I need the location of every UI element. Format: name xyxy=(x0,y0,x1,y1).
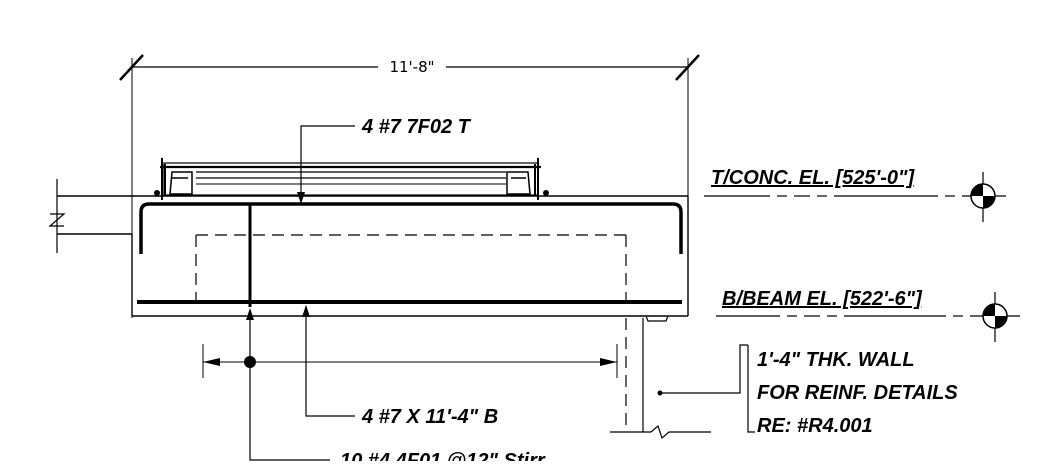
stirrup-callout: 10 #4 4F01 @12" Stirr xyxy=(340,450,546,461)
overall-dimension-line xyxy=(119,54,700,318)
stirrup-span-dimension xyxy=(202,344,618,378)
wall-note-line-2: FOR REINF. DETAILS xyxy=(757,382,958,404)
callout-leaders xyxy=(246,125,755,461)
bottom-elevation-label: B/BEAM EL. [522'-6"] xyxy=(722,288,923,310)
concrete-outline xyxy=(48,179,689,322)
hidden-wall-outline xyxy=(195,234,627,432)
top-bar-callout: 4 #7 7F02 T xyxy=(361,116,472,138)
wall-note-line-3: RE: #R4.001 xyxy=(757,415,873,437)
top-elevation-target-icon xyxy=(970,183,996,209)
top-reinforcing-bar xyxy=(139,202,683,254)
top-elevation-label: T/CONC. EL. [525'-0"] xyxy=(711,167,915,189)
wall-note-line-1: 1'-4" THK. WALL xyxy=(757,349,915,371)
wall-leader-dot xyxy=(657,390,663,396)
embed-plate-assembly xyxy=(154,158,549,200)
bottom-elevation-target-icon xyxy=(982,303,1008,329)
wall-below xyxy=(610,318,711,440)
stirrup-marker-dot xyxy=(244,356,256,368)
bottom-bar-callout: 4 #7 X 11'-4" B xyxy=(361,406,498,428)
overall-dimension-label: 11'-8" xyxy=(389,58,434,76)
